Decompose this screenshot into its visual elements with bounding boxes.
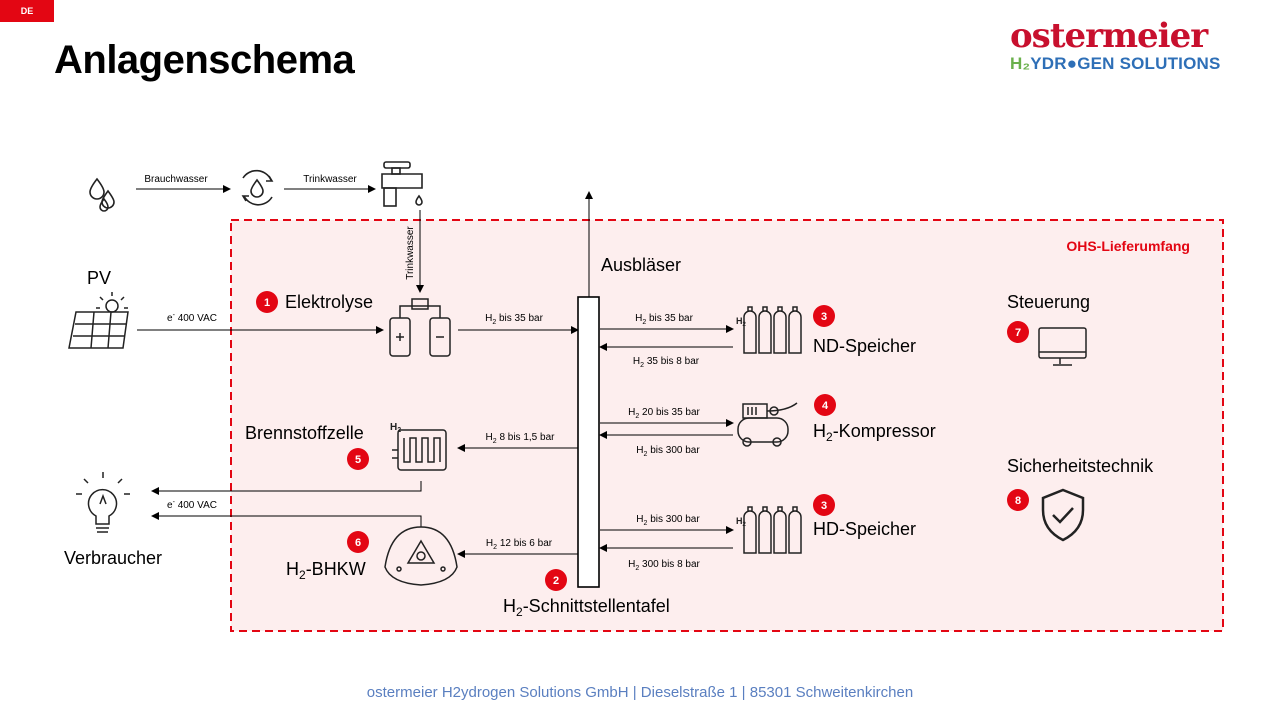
logo-wordmark: ostermeier	[1010, 16, 1208, 56]
badge-elektrolyse-num: 1	[264, 297, 270, 309]
badge-nd-num: 3	[821, 311, 827, 323]
flow-elektrolyse-panel: H2 bis 35 bar	[485, 313, 544, 326]
sicherheit-label: Sicherheitstechnik	[1007, 456, 1154, 476]
flow-komp-panel: H2 bis 300 bar	[636, 445, 700, 458]
flow-panel-nd: H2 bis 35 bar	[635, 313, 694, 326]
badge-hd	[813, 494, 835, 516]
hd-cylinders-icon: H2	[736, 506, 802, 554]
schnittstelle-label: H2-Schnittstellentafel	[503, 596, 670, 619]
badge-kompressor	[814, 394, 836, 416]
pv-label: PV	[87, 268, 111, 288]
brennstoffzelle-label: Brennstoffzelle	[245, 423, 364, 443]
badge-elektrolyse	[256, 291, 278, 313]
badge-kompressor-num: 4	[822, 400, 829, 412]
trinkwasser-label: Trinkwasser	[303, 174, 357, 185]
shield-check-icon	[1041, 488, 1085, 542]
solar-panel-icon	[68, 292, 129, 349]
pv-flow-label: e- 400 VAC	[167, 312, 217, 324]
fuel-cell-icon: H2	[390, 422, 447, 471]
badge-steuerung	[1007, 321, 1029, 343]
verbraucher-label: Verbraucher	[64, 548, 162, 568]
badge-schnittstelle-num: 2	[553, 575, 559, 587]
scope-box	[230, 219, 1224, 632]
nd-cylinders-icon: H2	[736, 306, 802, 354]
flow-panel-hd: H2 bis 300 bar	[636, 514, 700, 527]
verbraucher-flow-label: e- 400 VAC	[167, 499, 217, 511]
language-badge[interactable]: DE	[0, 0, 54, 22]
bhkw-to-verbraucher-line	[151, 512, 422, 527]
scope-label: OHS-Lieferumfang	[1066, 238, 1190, 254]
badge-sicherheit-num: 8	[1015, 495, 1021, 507]
waste-water-icon	[89, 177, 115, 212]
footer-address: ostermeier H2ydrogen Solutions GmbH | Di…	[366, 684, 914, 701]
fc-to-verbraucher-line	[151, 481, 422, 495]
badge-bhkw-num: 6	[355, 537, 361, 549]
badge-steuerung-num: 7	[1015, 327, 1021, 339]
light-bulb-icon	[76, 472, 130, 533]
hd-label: HD-Speicher	[813, 519, 916, 539]
page-title: Anlagenschema	[54, 38, 355, 82]
brauchwasser-label: Brauchwasser	[144, 174, 208, 185]
electrolyzer-icon	[389, 298, 451, 357]
nd-label: ND-Speicher	[813, 336, 916, 356]
badge-brennstoffzelle	[347, 448, 369, 470]
badge-brennstoffzelle-num: 5	[355, 454, 361, 466]
badge-nd	[813, 305, 835, 327]
badge-sicherheit	[1007, 489, 1029, 511]
faucet-icon	[381, 161, 423, 207]
elektrolyse-label: Elektrolyse	[285, 292, 373, 312]
kompressor-label: H2-Kompressor	[813, 421, 936, 444]
monitor-icon	[1038, 327, 1087, 366]
flow-panel-bhkw: H2 12 bis 6 bar	[486, 538, 553, 551]
badge-schnittstelle	[545, 569, 567, 591]
interface-panel	[577, 296, 600, 588]
steuerung-label: Steuerung	[1007, 292, 1090, 312]
compressor-icon	[737, 402, 798, 447]
flow-nd-panel: H2 35 bis 8 bar	[633, 356, 700, 369]
rotary-engine-icon	[384, 526, 458, 586]
company-logo: ostermeier H₂YDR●GEN SOLUTIONS	[1010, 16, 1230, 76]
badge-hd-num: 3	[821, 500, 827, 512]
flow-panel-fc: H2 8 bis 1,5 bar	[486, 432, 556, 445]
badge-bhkw	[347, 531, 369, 553]
flow-hd-panel: H2 300 bis 8 bar	[628, 559, 700, 572]
water-treatment-icon	[241, 169, 274, 206]
flow-panel-komp: H2 20 bis 35 bar	[628, 407, 700, 420]
bhkw-label: H2-BHKW	[286, 559, 366, 582]
logo-subline: H₂YDR●GEN SOLUTIONS	[1010, 54, 1221, 73]
trinkwasser-vertical-label: Trinkwasser	[405, 226, 416, 280]
ausblaeser-label: Ausbläser	[601, 255, 681, 275]
